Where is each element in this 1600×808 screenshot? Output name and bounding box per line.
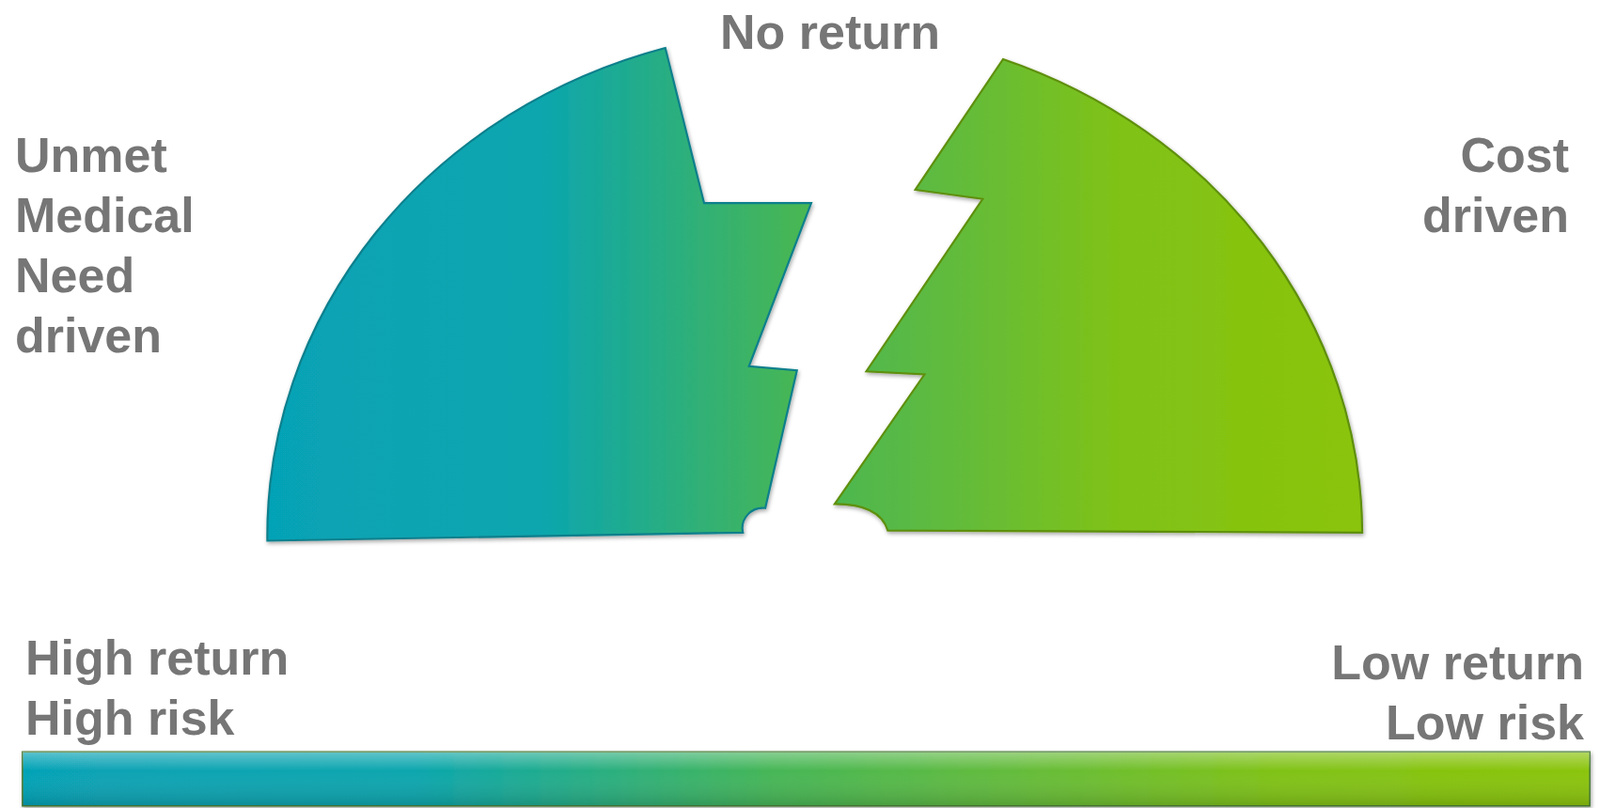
gauge-left-label: Unmet Medical Need driven [15, 125, 195, 366]
bar-right-label: Low return Low risk [1301, 632, 1585, 753]
risk-return-bar [22, 752, 1590, 807]
gauge-left-half [266, 47, 812, 541]
gauge-right-label: Cost driven [1422, 125, 1569, 246]
gauge-right-half [834, 59, 1363, 534]
bar-shine [22, 752, 1590, 807]
gauge-top-label: No return [720, 1, 941, 63]
bar-left-label: High return High risk [25, 627, 308, 749]
